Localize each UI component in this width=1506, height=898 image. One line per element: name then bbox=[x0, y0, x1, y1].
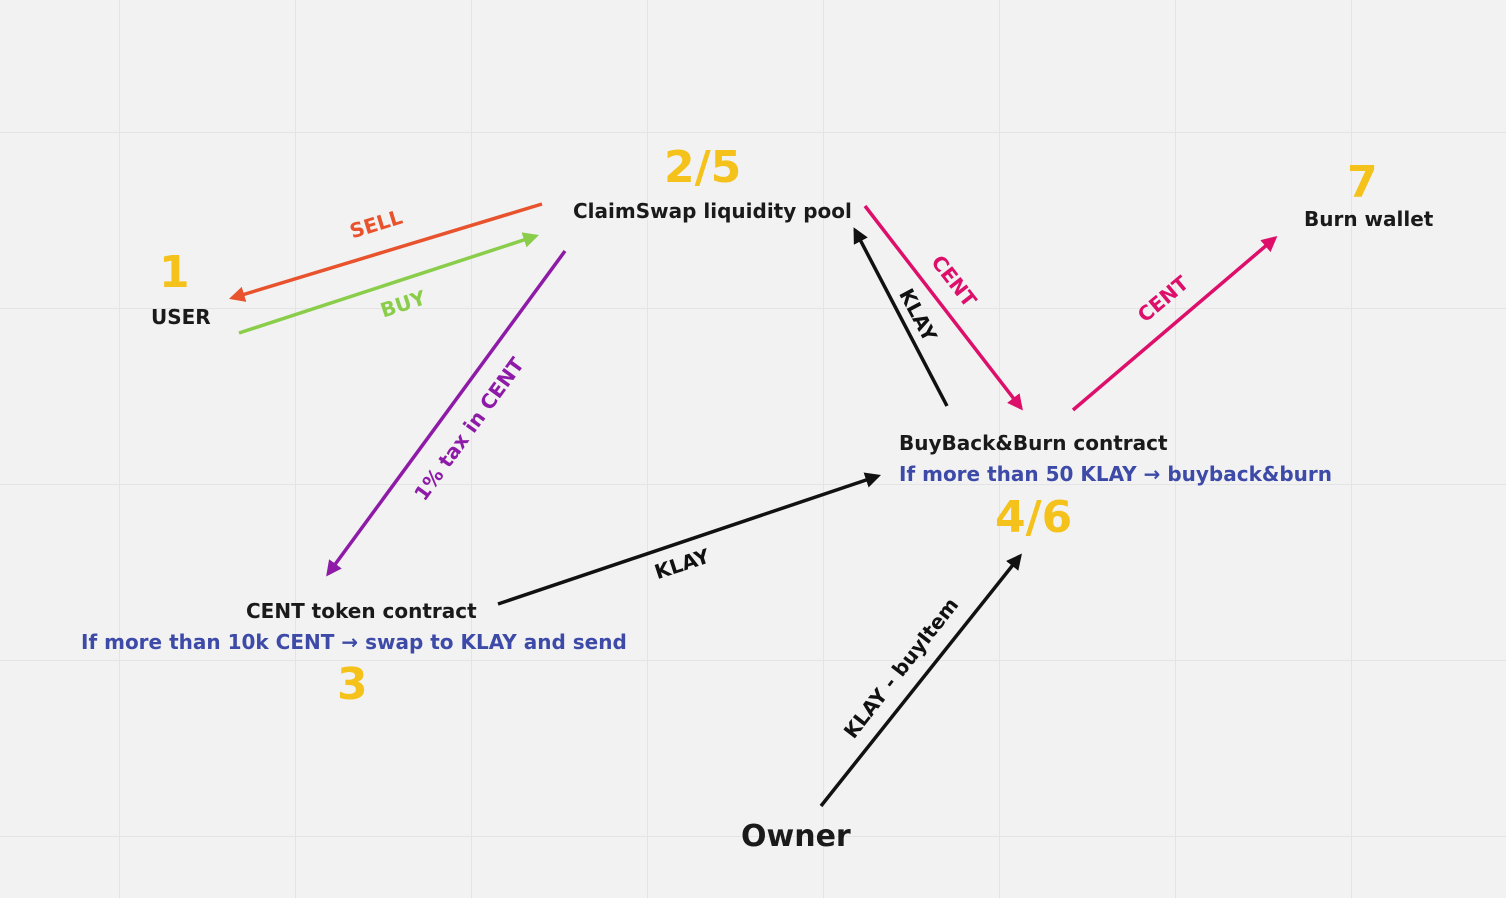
buyback-step-number: 4/6 bbox=[995, 492, 1073, 543]
user-node-label: USER bbox=[151, 305, 211, 329]
token-step-number: 3 bbox=[337, 659, 368, 710]
pool-node-label: ClaimSwap liquidity pool bbox=[573, 199, 852, 223]
klay-token-to-buyback-arrow bbox=[497, 472, 881, 606]
owner-node-label: Owner bbox=[741, 819, 851, 854]
sell-arrow bbox=[228, 202, 543, 302]
buyback-node-label: BuyBack&Burn contract bbox=[899, 431, 1168, 455]
tax-arrow bbox=[326, 249, 567, 577]
klay-buyback-to-pool-arrow bbox=[853, 227, 949, 407]
cent-buyback-to-burn-arrow bbox=[1071, 235, 1278, 412]
token-node-note: If more than 10k CENT → swap to KLAY and… bbox=[81, 630, 627, 654]
user-step-number: 1 bbox=[159, 247, 190, 298]
cent-pool-to-buyback-arrow bbox=[863, 204, 1023, 411]
token-node-label: CENT token contract bbox=[246, 599, 477, 623]
pool-step-number: 2/5 bbox=[664, 142, 742, 193]
buyback-node-note: If more than 50 KLAY → buyback&burn bbox=[899, 462, 1332, 486]
buy-arrow bbox=[238, 232, 539, 335]
burn-node-label: Burn wallet bbox=[1304, 207, 1434, 231]
owner-buyitem-arrow bbox=[819, 553, 1022, 808]
burn-step-number: 7 bbox=[1347, 157, 1378, 208]
